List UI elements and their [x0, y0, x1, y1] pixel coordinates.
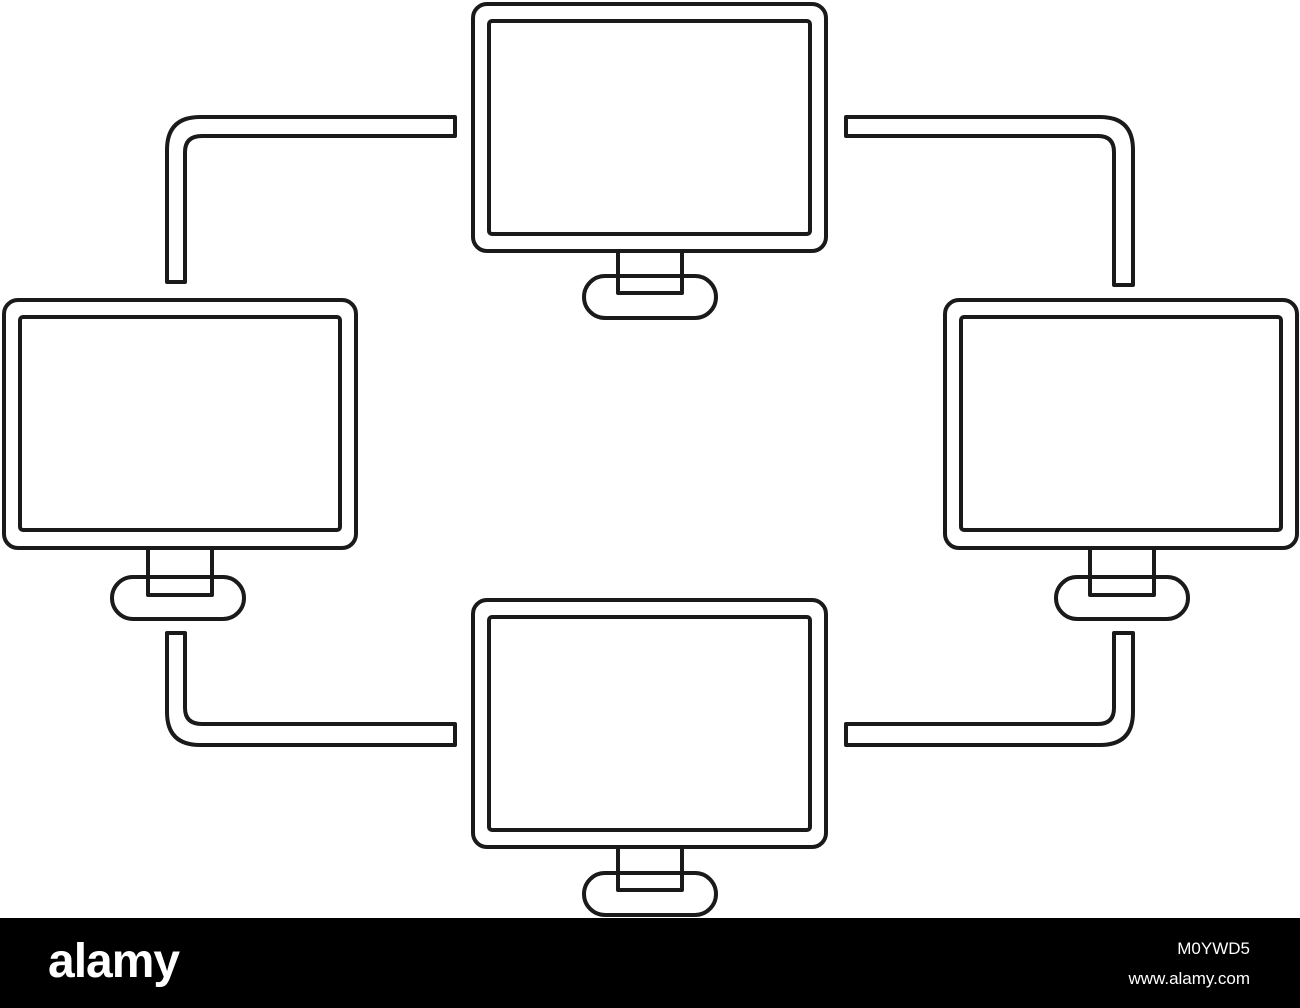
- network-diagram: [2, 2, 1299, 917]
- site-url: www.alamy.com: [1128, 969, 1250, 988]
- monitor-right-icon: [943, 298, 1299, 621]
- cable-right-bottom: [844, 631, 1135, 747]
- monitor-left-icon: [2, 298, 358, 621]
- image-id: M0YWD5: [1177, 939, 1250, 958]
- monitor-top-icon: [471, 2, 828, 320]
- cable-top-right: [844, 115, 1135, 287]
- monitor-bottom-icon: [471, 598, 828, 917]
- cable-left-bottom: [165, 631, 457, 747]
- watermark-footer: alamy M0YWD5 www.alamy.com: [0, 918, 1300, 1008]
- cable-left-top: [165, 115, 457, 284]
- alamy-logo: alamy: [48, 935, 180, 988]
